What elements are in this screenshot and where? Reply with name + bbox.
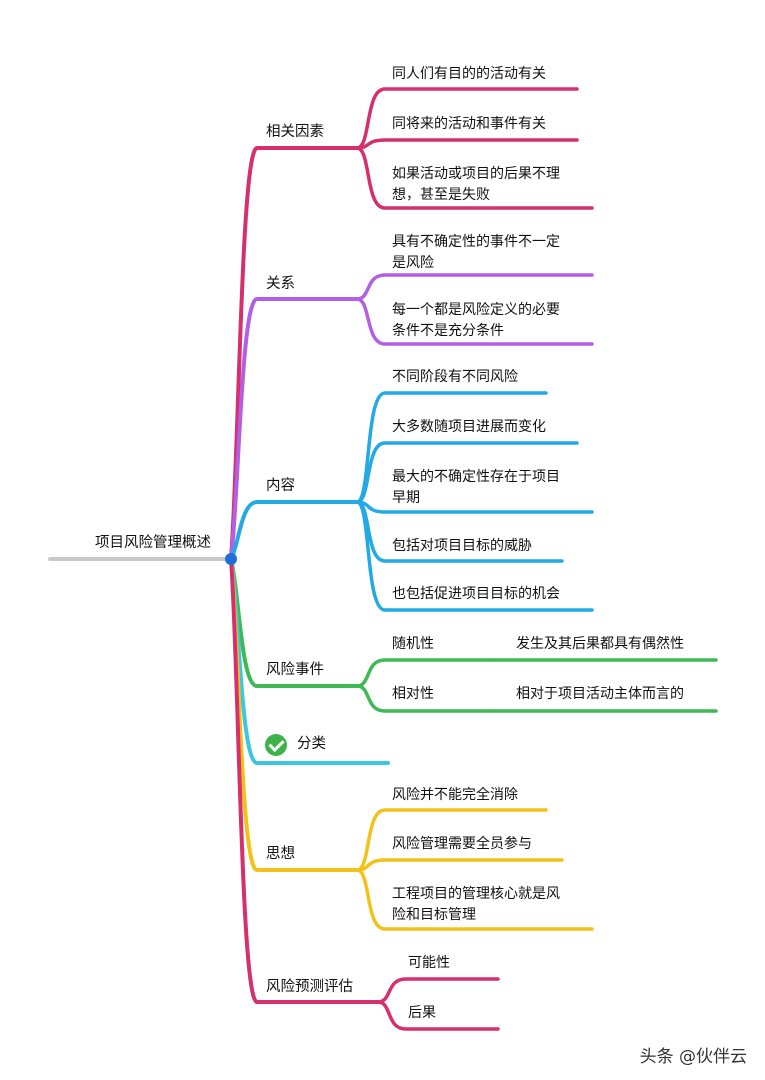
child-link-content-2 — [355, 441, 579, 504]
root-topic[interactable]: 项目风险管理概述 — [95, 535, 211, 551]
child-link-relation-2 — [355, 297, 594, 346]
check-circle-icon — [265, 734, 287, 756]
factor-item-3[interactable]: 如果活动或项目的后果不理 想，甚至是失败 — [392, 166, 560, 203]
event-randomness[interactable]: 随机性 — [392, 636, 434, 652]
content-item-2[interactable]: 大多数随项目进展而变化 — [392, 419, 546, 435]
child-link-relation-1 — [355, 273, 594, 301]
child-link-factors-1 — [355, 87, 579, 150]
event-relativity[interactable]: 相对性 — [392, 686, 434, 702]
branch-forecast[interactable]: 风险预测评估 — [266, 979, 353, 995]
thought-item-2[interactable]: 风险管理需要全员参与 — [392, 836, 532, 852]
child-link-forecast-2 — [376, 1000, 500, 1031]
relation-item-1[interactable]: 具有不确定性的事件不一定 是风险 — [392, 234, 560, 271]
child-link-thoughts-1 — [355, 808, 548, 872]
thought-item-3[interactable]: 工程项目的管理核心就是风 险和目标管理 — [392, 886, 560, 923]
content-item-1[interactable]: 不同阶段有不同风险 — [392, 369, 518, 385]
event-relativity-detail[interactable]: 相对于项目活动主体而言的 — [516, 686, 684, 702]
branch-thoughts[interactable]: 思想 — [266, 846, 295, 862]
factor-item-2[interactable]: 同将来的活动和事件有关 — [392, 116, 546, 132]
child-link-factors-3 — [355, 146, 594, 210]
content-item-5[interactable]: 也包括促进项目目标的机会 — [392, 586, 560, 602]
branch-relation[interactable]: 关系 — [266, 276, 295, 292]
content-item-4[interactable]: 包括对项目目标的威胁 — [392, 538, 532, 554]
branch-events[interactable]: 风险事件 — [266, 662, 324, 678]
branch-link-content — [229, 500, 359, 561]
child-link-forecast-1 — [376, 977, 500, 1004]
branch-link-factors — [229, 146, 359, 561]
branch-link-thoughts — [229, 557, 359, 872]
root-node-dot[interactable] — [225, 553, 237, 565]
child-link-content-5 — [355, 500, 594, 612]
event-randomness-detail[interactable]: 发生及其后果都具有偶然性 — [516, 636, 684, 652]
relation-item-2[interactable]: 每一个都是风险定义的必要 条件不是充分条件 — [392, 302, 560, 339]
watermark: 头条 @伙伴云 — [639, 1047, 747, 1067]
content-item-3[interactable]: 最大的不确定性存在于项目 早期 — [392, 469, 560, 506]
child-link-events-1 — [355, 658, 492, 688]
forecast-item-1[interactable]: 可能性 — [408, 955, 450, 971]
branch-factors[interactable]: 相关因素 — [266, 124, 324, 140]
child-link-thoughts-3 — [355, 868, 594, 931]
branch-link-relation — [229, 297, 359, 561]
branch-link-forecast — [229, 557, 380, 1004]
thought-item-1[interactable]: 风险并不能完全消除 — [392, 787, 518, 803]
branch-category[interactable]: 分类 — [297, 736, 326, 752]
child-link-events-2 — [355, 684, 492, 713]
child-link-thoughts-2 — [355, 858, 564, 872]
branch-content[interactable]: 内容 — [266, 478, 295, 494]
child-link-factors-2 — [355, 138, 579, 150]
forecast-item-2[interactable]: 后果 — [408, 1005, 436, 1021]
factor-item-1[interactable]: 同人们有目的的活动有关 — [392, 66, 546, 82]
